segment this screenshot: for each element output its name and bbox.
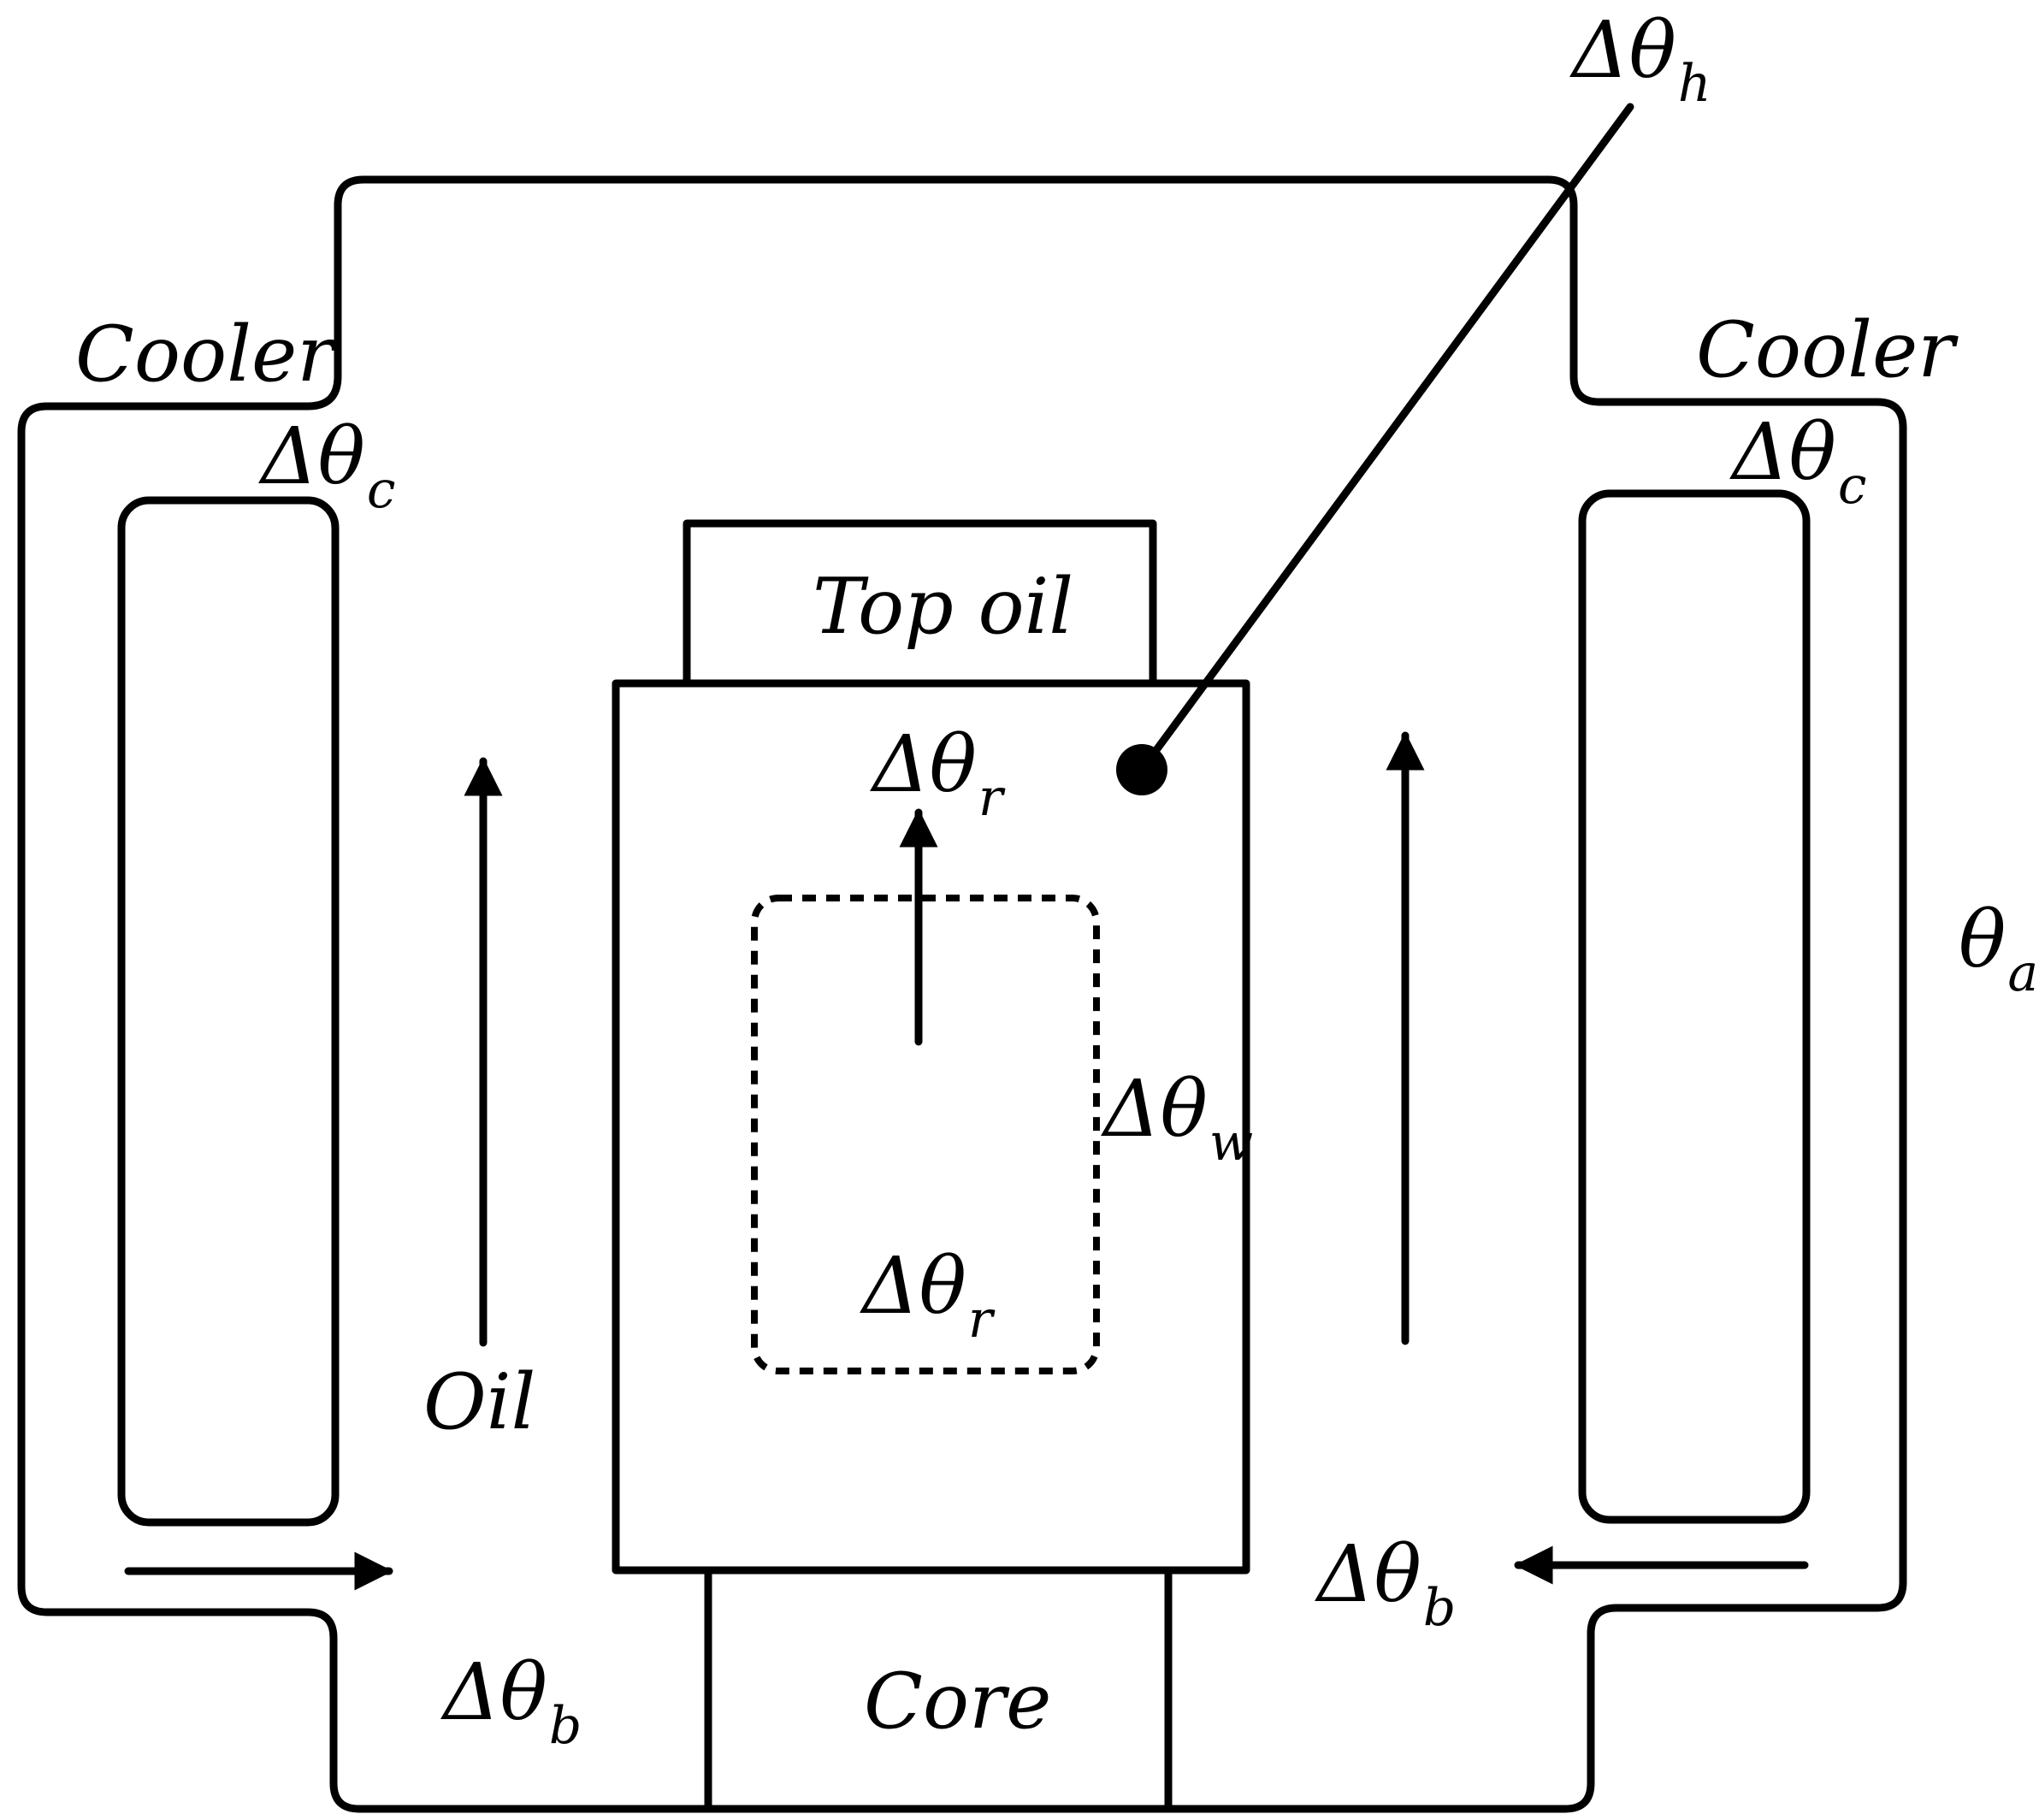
cooler-rise-label-right: Δθc bbox=[1729, 406, 1866, 516]
tank-outline bbox=[17, 175, 1907, 1813]
hotspot-rise-label: Δθh bbox=[1569, 4, 1711, 114]
top-oil-label: Top oil bbox=[813, 562, 1073, 652]
left-cooler bbox=[117, 496, 340, 1527]
bottom-rise-label-right: Δθb bbox=[1315, 1528, 1456, 1638]
hotspot-leader-line bbox=[1138, 103, 1634, 774]
right-cooler bbox=[1578, 489, 1811, 1524]
hotspot-dot bbox=[1116, 744, 1167, 795]
dashed-winding-region bbox=[751, 895, 1100, 1374]
bottom-rise-label-left: Δθb bbox=[440, 1646, 582, 1756]
top-rise-label: Δθr bbox=[870, 718, 1006, 828]
winding-rise-label: Δθw bbox=[1101, 1063, 1253, 1173]
cooler-label-right: Cooler bbox=[1696, 305, 1959, 395]
inner-rise-label: Δθr bbox=[860, 1240, 996, 1350]
cooler-rise-label-left: Δθc bbox=[258, 411, 395, 520]
core-label: Core bbox=[864, 1657, 1051, 1746]
core-box bbox=[704, 1566, 1173, 1813]
ambient-temp-label: θa bbox=[1959, 894, 2038, 1003]
cooler-label-left: Cooler bbox=[75, 310, 338, 399]
oil-label: Oil bbox=[423, 1357, 535, 1447]
